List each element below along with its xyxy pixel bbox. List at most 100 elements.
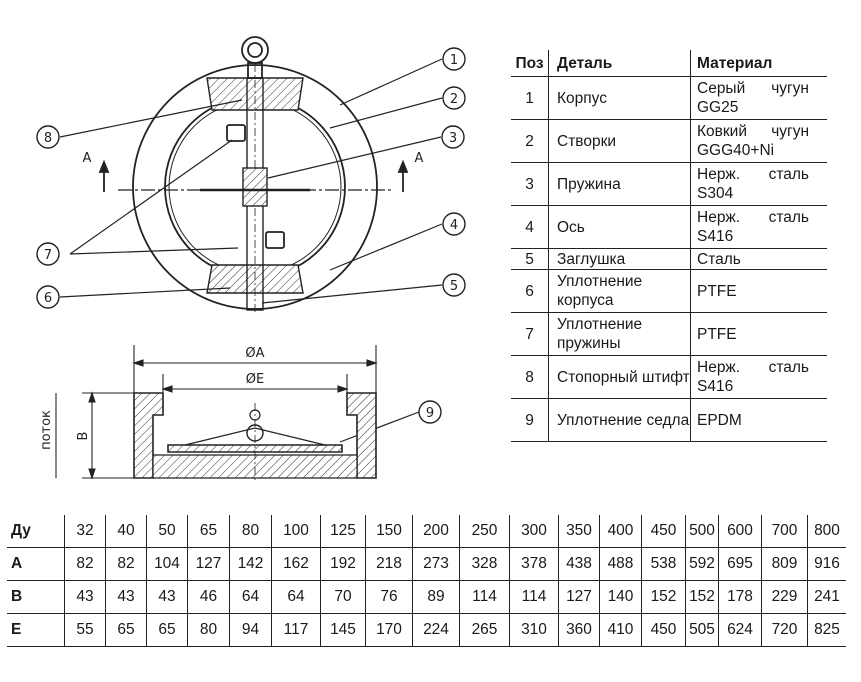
balloon-6	[36, 285, 60, 309]
part-material: EPDM	[690, 398, 827, 442]
dimension-cell: 350	[558, 515, 600, 548]
part-material: Нерж. сталь S416	[690, 205, 827, 249]
dimension-cell: 178	[718, 580, 762, 614]
header-material: Материал	[690, 50, 827, 77]
dim-b-label: B	[76, 432, 91, 441]
front-view	[59, 36, 443, 443]
part-name: Уплотнение пружины	[548, 312, 691, 356]
section-arrow-left	[98, 159, 110, 192]
dimension-cell: 65	[146, 613, 188, 647]
part-pos: 6	[511, 269, 549, 313]
dimension-cell: 104	[146, 547, 188, 581]
parts-row: 8 Стопорный штифт Нерж. сталь S416	[511, 355, 827, 399]
dimension-cell: 114	[509, 580, 559, 614]
part-pos: 1	[511, 76, 549, 120]
spring-coil	[242, 167, 268, 207]
dimension-cell: 450	[641, 613, 686, 647]
dimension-cell: 32	[64, 515, 106, 548]
balloon-2	[442, 86, 466, 110]
dimension-cell: 55	[64, 613, 106, 647]
dimension-cell: 378	[509, 547, 559, 581]
part-material: Сталь	[690, 248, 827, 270]
dimension-cell: 125	[320, 515, 366, 548]
dimension-cell: 218	[365, 547, 413, 581]
dimension-row-label: E	[7, 613, 65, 647]
dimension-cell: 46	[187, 580, 230, 614]
dimension-cell: 241	[807, 580, 846, 614]
part-name: Ось	[548, 205, 691, 249]
parts-row: 6 Уплотнение корпуса PTFE	[511, 269, 827, 313]
balloon-text-4: 4	[450, 218, 458, 233]
part-pos: 7	[511, 312, 549, 356]
dimension-cell: 145	[320, 613, 366, 647]
dimension-cell: 500	[685, 515, 719, 548]
balloon-text-9: 9	[426, 406, 434, 421]
dimension-cell: 695	[718, 547, 762, 581]
dimension-cell: 916	[807, 547, 846, 581]
dimension-cell: 265	[459, 613, 510, 647]
parts-row: 5 Заглушка Сталь	[511, 248, 827, 270]
dimension-cell: 624	[718, 613, 762, 647]
part-name: Стопорный штифт	[548, 355, 691, 399]
dimension-cell: 229	[761, 580, 808, 614]
dim-a-label: ØA	[245, 346, 264, 361]
dimension-cell: 43	[64, 580, 106, 614]
part-pos: 4	[511, 205, 549, 249]
dimension-cell: 150	[365, 515, 413, 548]
dimension-cell: 82	[64, 547, 106, 581]
dimension-row-label: Ду	[7, 515, 65, 548]
dimension-cell: 809	[761, 547, 808, 581]
dimension-cell: 170	[365, 613, 413, 647]
section-view	[55, 345, 378, 480]
parts-row: 1 Корпус Серый чугун GG25	[511, 76, 827, 120]
dimension-cell: 505	[685, 613, 719, 647]
part-name: Створки	[548, 119, 691, 163]
dimension-cell: 117	[271, 613, 321, 647]
dimension-cell: 114	[459, 580, 510, 614]
dimension-cell: 600	[718, 515, 762, 548]
parts-row: 3 Пружина Нерж. сталь S304	[511, 162, 827, 206]
balloon-1	[442, 47, 466, 71]
balloon-4	[442, 212, 466, 236]
balloon-text-3: 3	[449, 131, 457, 146]
dimension-row-label: B	[7, 580, 65, 614]
part-pos: 5	[511, 248, 549, 270]
dimension-cell: 328	[459, 547, 510, 581]
dimension-cell: 50	[146, 515, 188, 548]
dimension-cell: 65	[105, 613, 147, 647]
dimension-cell: 825	[807, 613, 846, 647]
dimension-cell: 192	[320, 547, 366, 581]
disc-plates	[167, 444, 343, 453]
header-part: Деталь	[548, 50, 691, 77]
dim-e-label: ØE	[246, 372, 264, 387]
dimension-cell: 250	[459, 515, 510, 548]
dimension-cell: 140	[599, 580, 642, 614]
header-pos: Поз	[511, 50, 549, 77]
leader-lines	[59, 58, 443, 443]
part-name: Уплотнение седла	[548, 398, 691, 442]
balloon-text-1: 1	[450, 53, 458, 68]
dimension-cell: 64	[229, 580, 272, 614]
balloon-5	[442, 273, 466, 297]
stop-pin-bottom	[265, 231, 285, 249]
dimension-cell: 438	[558, 547, 600, 581]
part-material: PTFE	[690, 312, 827, 356]
stop-pin-top	[226, 124, 246, 142]
part-name: Пружина	[548, 162, 691, 206]
parts-row: 4 Ось Нерж. сталь S416	[511, 205, 827, 249]
dimension-cell: 310	[509, 613, 559, 647]
dimension-cell: 700	[761, 515, 808, 548]
dimension-cell: 800	[807, 515, 846, 548]
dimension-cell: 273	[412, 547, 460, 581]
dimension-cell: 100	[271, 515, 321, 548]
parts-row: 7 Уплотнение пружины PTFE	[511, 312, 827, 356]
dimension-cell: 720	[761, 613, 808, 647]
dimension-cell: 94	[229, 613, 272, 647]
dimension-cell: 224	[412, 613, 460, 647]
valve-drawing: 1 2 3 4 5 6 7 8 9 A A ØA ØE B поток	[36, 36, 466, 480]
dimension-cell: 152	[641, 580, 686, 614]
dimension-cell: 410	[599, 613, 642, 647]
dimension-cell: 400	[599, 515, 642, 548]
